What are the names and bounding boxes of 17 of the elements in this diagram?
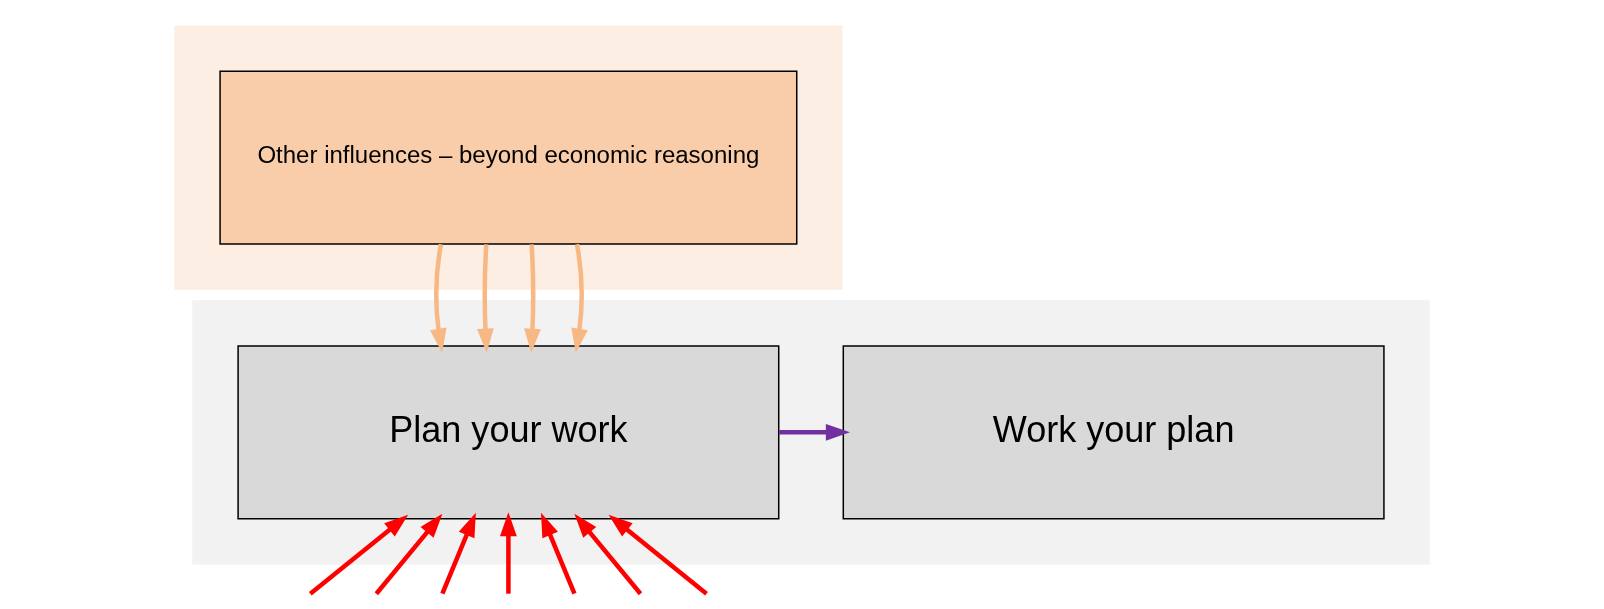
arrow: [574, 513, 643, 596]
arrow: [779, 423, 850, 441]
node-box: Plan your work: [237, 345, 780, 520]
arrow: [476, 244, 494, 353]
arrow: [308, 514, 409, 596]
arrow: [524, 244, 541, 353]
arrow: [440, 512, 476, 595]
node-box: Work your plan: [842, 345, 1385, 520]
cluster: [174, 25, 843, 290]
node-box: Other influences – beyond economic reasoning: [219, 70, 798, 245]
arrow: [374, 513, 443, 596]
arrow: [608, 514, 708, 596]
arrow: [499, 512, 517, 594]
arrow: [540, 512, 577, 595]
cluster: [192, 300, 1430, 565]
arrow: [429, 243, 447, 353]
arrow: [571, 243, 588, 353]
